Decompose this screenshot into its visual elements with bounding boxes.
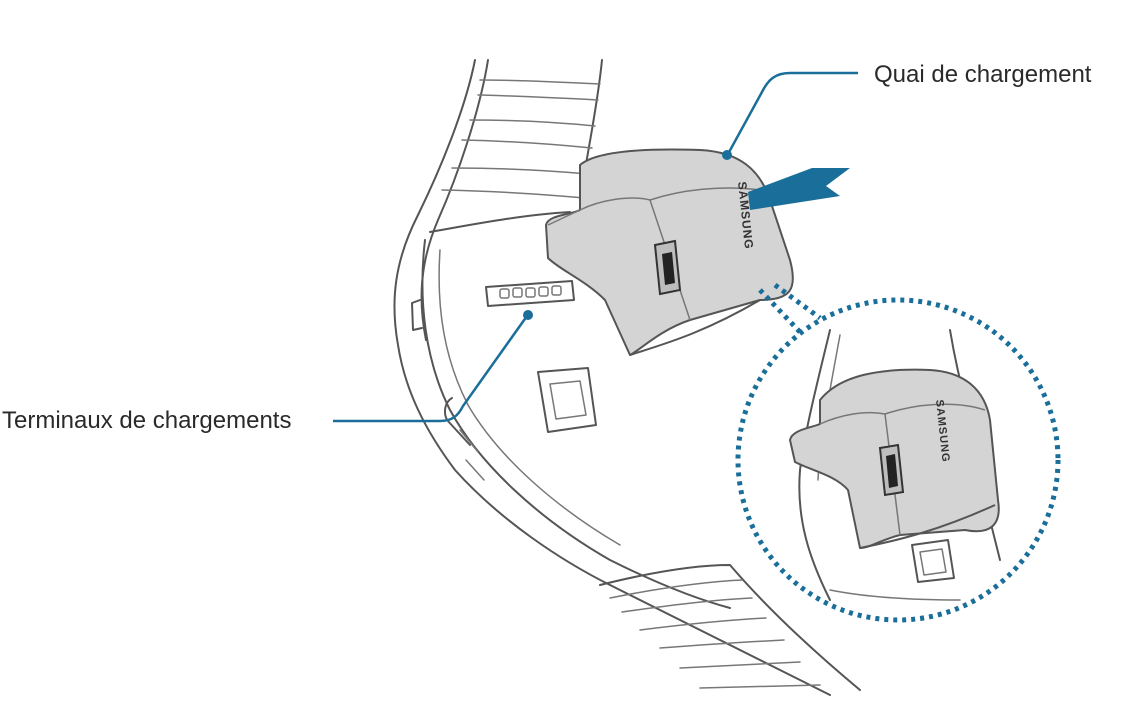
charging-terminals: [485, 280, 575, 307]
label-charging-dock: Quai de chargement: [874, 61, 1092, 88]
usb-port-zoom-icon: [878, 443, 905, 497]
sensor-window: [537, 367, 597, 433]
callout-terminals: [333, 310, 533, 423]
charging-dock: SAMSUNG: [545, 148, 794, 356]
usb-port-icon: [653, 239, 682, 296]
zoom-detail: SAMSUNG: [735, 282, 1061, 623]
callout-dock: [722, 71, 858, 160]
label-charging-terminals: Terminaux de chargements: [2, 407, 292, 434]
arrow-left-icon: [748, 168, 850, 210]
